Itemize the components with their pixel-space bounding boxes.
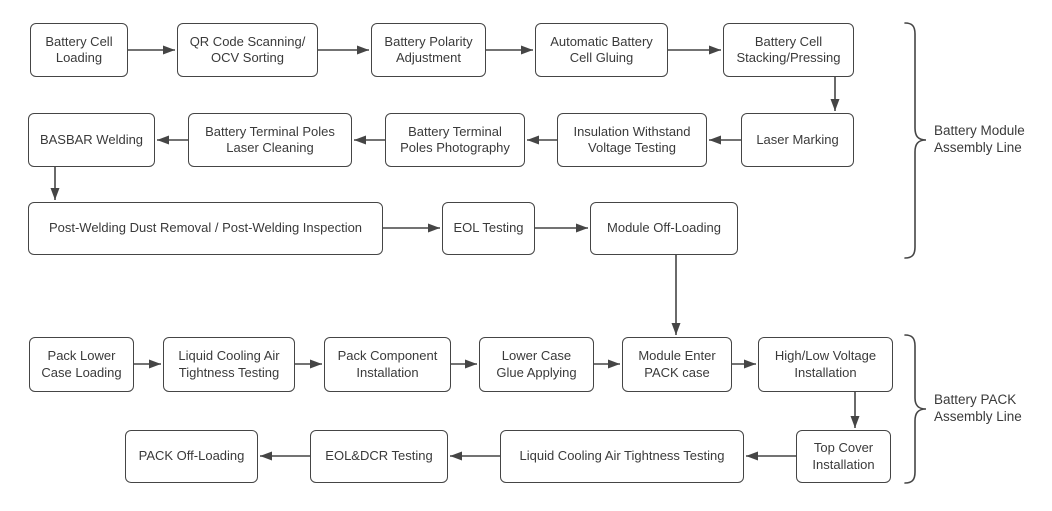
flow-arrows: [50, 45, 860, 461]
node-eol-dcr-testing: EOL&DCR Testing: [310, 430, 448, 483]
node-battery-terminal-poles-laser-cleaning: Battery Terminal Poles Laser Cleaning: [188, 113, 352, 167]
node-basbar-welding: BASBAR Welding: [28, 113, 155, 167]
node-module-off-loading: Module Off-Loading: [590, 202, 738, 255]
pack-line-brace: [904, 334, 927, 484]
node-eol-testing: EOL Testing: [442, 202, 535, 255]
node-automatic-battery-cell-gluing: Automatic Battery Cell Gluing: [535, 23, 668, 77]
node-laser-marking: Laser Marking: [741, 113, 854, 167]
module-line-brace: [904, 22, 927, 259]
node-top-cover-installation: Top Cover Installation: [796, 430, 891, 483]
node-pack-off-loading: PACK Off-Loading: [125, 430, 258, 483]
node-battery-cell-stacking-pressing: Battery Cell Stacking/Pressing: [723, 23, 854, 77]
node-qr-code-scanning-ocv-sorting: QR Code Scanning/ OCV Sorting: [177, 23, 318, 77]
group-braces: [904, 22, 927, 484]
node-liquid-cooling-air-tightness-testing-1: Liquid Cooling Air Tightness Testing: [163, 337, 295, 392]
node-battery-cell-loading: Battery Cell Loading: [30, 23, 128, 77]
node-insulation-withstand-voltage-testing: Insulation Withstand Voltage Testing: [557, 113, 707, 167]
node-liquid-cooling-air-tightness-testing-2: Liquid Cooling Air Tightness Testing: [500, 430, 744, 483]
node-battery-terminal-poles-photography: Battery Terminal Poles Photography: [385, 113, 525, 167]
node-pack-component-installation: Pack Component Installation: [324, 337, 451, 392]
node-high-low-voltage-installation: High/Low Voltage Installation: [758, 337, 893, 392]
node-lower-case-glue-applying: Lower Case Glue Applying: [479, 337, 594, 392]
node-pack-lower-case-loading: Pack Lower Case Loading: [29, 337, 134, 392]
battery-pack-assembly-line-label: Battery PACK Assembly Line: [934, 392, 1022, 424]
node-post-welding-dust-removal-inspection: Post-Welding Dust Removal / Post-Welding…: [28, 202, 383, 255]
node-battery-polarity-adjustment: Battery Polarity Adjustment: [371, 23, 486, 77]
node-module-enter-pack-case: Module Enter PACK case: [622, 337, 732, 392]
battery-module-assembly-line-label: Battery Module Assembly Line: [934, 123, 1025, 155]
